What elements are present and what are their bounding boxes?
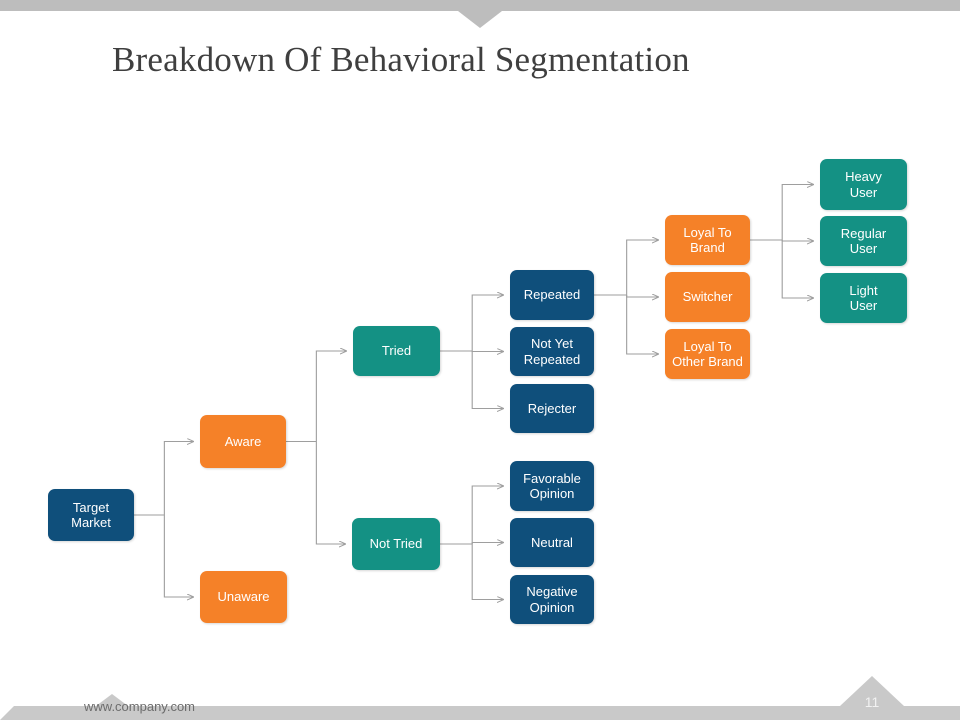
footer-website-url[interactable]: www.company.com — [84, 699, 196, 714]
node-switcher[interactable]: Switcher — [665, 272, 750, 322]
connector-aware-to-tried — [315, 351, 346, 442]
connector-target-market-to-aware — [163, 442, 193, 515]
node-rejecter[interactable]: Rejecter — [510, 384, 594, 433]
node-not-yet-repeated[interactable]: Not Yet Repeated — [510, 327, 594, 376]
page-number: 11 — [864, 694, 880, 710]
connector-repeated-to-loyal-to-brand — [626, 240, 658, 295]
node-aware[interactable]: Aware — [200, 415, 286, 468]
node-not-tried[interactable]: Not Tried — [352, 518, 440, 570]
page-title: Breakdown Of Behavioral Segmentation — [112, 40, 690, 79]
node-light-user[interactable]: Light User — [820, 273, 907, 323]
footer-right-triangle-icon — [840, 676, 904, 706]
node-favorable-opinion[interactable]: Favorable Opinion — [510, 461, 594, 511]
footer-left-triangle-icon — [96, 694, 128, 706]
node-repeated[interactable]: Repeated — [510, 270, 594, 320]
node-loyal-to-brand[interactable]: Loyal To Brand — [665, 215, 750, 265]
node-negative-opinion[interactable]: Negative Opinion — [510, 575, 594, 624]
node-tried[interactable]: Tried — [353, 326, 440, 376]
connector-not-tried-to-favorable-opinion — [471, 486, 503, 544]
connector-tried-to-not-yet-repeated — [471, 351, 503, 352]
connector-loyal-to-brand-to-light-user — [781, 240, 813, 298]
connector-not-tried-to-negative-opinion — [471, 544, 503, 600]
footer-bar — [0, 706, 960, 720]
top-accent-bar — [0, 0, 960, 11]
connector-repeated-to-switcher — [626, 295, 658, 297]
connector-aware-to-not-tried — [315, 441, 345, 545]
connector-loyal-to-brand-to-heavy-user — [781, 185, 813, 240]
node-target-market[interactable]: Target Market — [48, 489, 134, 541]
node-neutral[interactable]: Neutral — [510, 518, 594, 567]
node-loyal-other-brand[interactable]: Loyal To Other Brand — [665, 329, 750, 379]
top-notch-triangle-icon — [458, 11, 502, 28]
connector-not-tried-to-neutral — [471, 543, 503, 545]
connector-tried-to-repeated — [471, 295, 503, 351]
node-regular-user[interactable]: Regular User — [820, 216, 907, 266]
node-unaware[interactable]: Unaware — [200, 571, 287, 623]
node-heavy-user[interactable]: Heavy User — [820, 159, 907, 210]
connector-target-market-to-unaware — [163, 515, 193, 597]
connector-loyal-to-brand-to-regular-user — [781, 240, 813, 241]
connector-tried-to-rejecter — [471, 351, 503, 409]
connector-repeated-to-loyal-other-brand — [626, 295, 658, 354]
